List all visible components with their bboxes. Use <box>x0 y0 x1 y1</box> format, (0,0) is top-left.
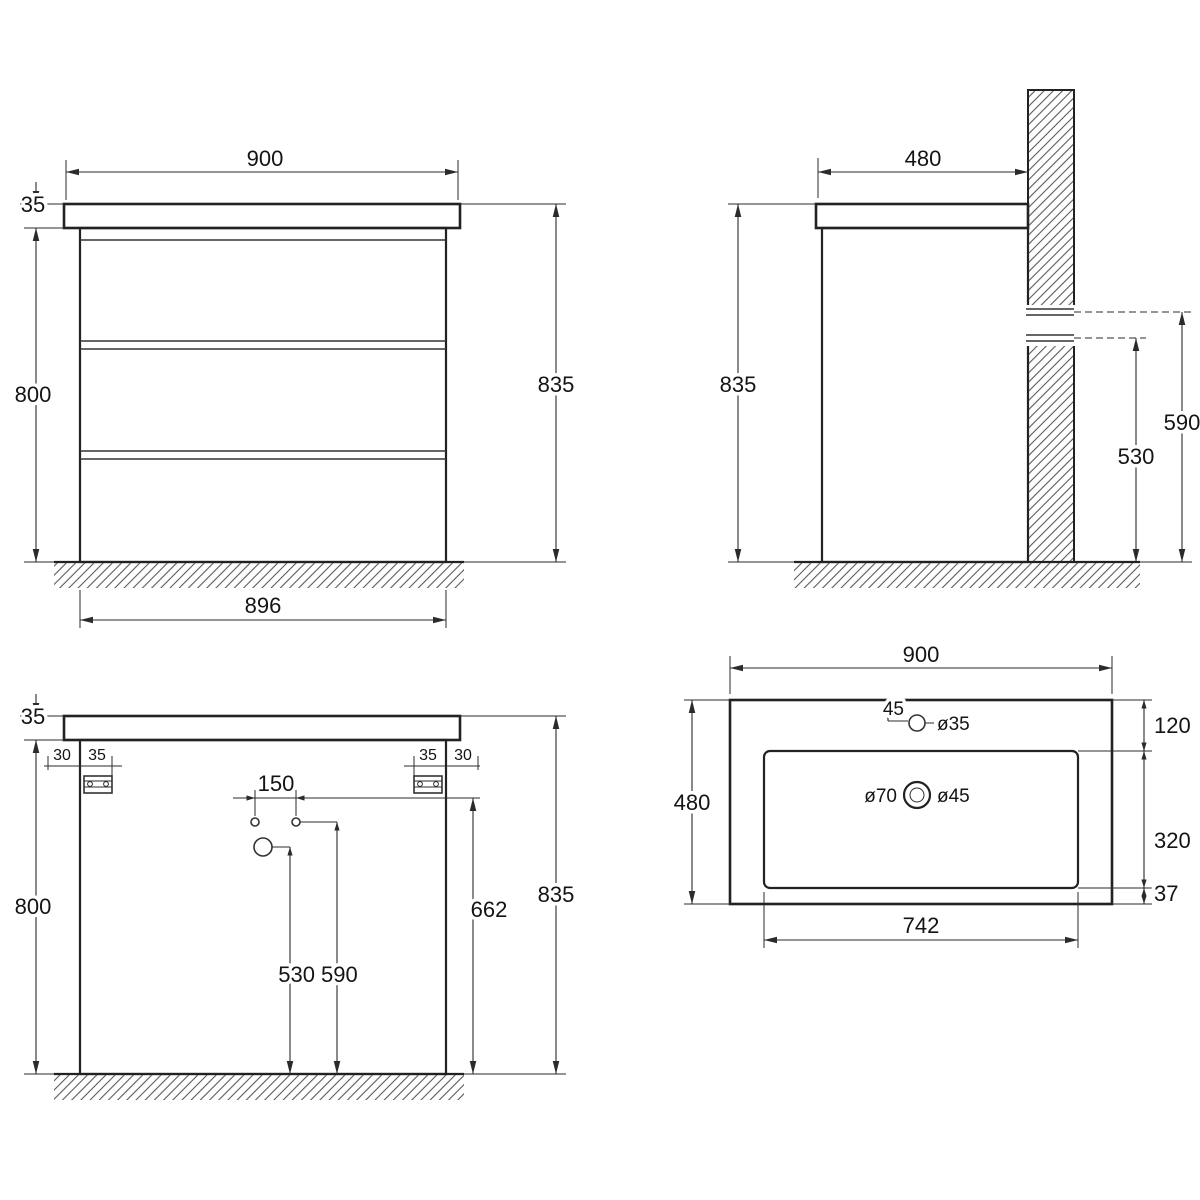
basin-faucet-offset-dim: 45 <box>883 699 904 720</box>
basin-faucet-hole-dim: ø35 <box>937 714 970 735</box>
back-floor <box>54 1072 464 1100</box>
back-holes <box>250 817 301 857</box>
basin-outer-rim <box>728 698 1114 906</box>
side-cabinet-body <box>820 226 1030 564</box>
side-rail-height-dim: 590 <box>1164 410 1200 435</box>
front-countertop <box>62 202 462 230</box>
side-floor <box>794 560 1140 588</box>
basin-width-dim: 900 <box>903 642 940 667</box>
side-total-height-dim: 835 <box>720 372 757 397</box>
basin-drain-hole-dim: ø45 <box>937 786 970 807</box>
back-view: 35 30 35 35 30 150 800 835 662 530 590 <box>11 694 578 1100</box>
basin-back-ledge-dim: 120 <box>1154 713 1191 738</box>
back-left-offset-dim: 30 <box>53 747 71 764</box>
side-dimension-lines <box>728 158 1192 563</box>
basin-dimension-lines <box>684 656 1152 948</box>
basin-bowl-width-dim: 742 <box>903 913 940 938</box>
back-fixing-hole-right <box>291 817 301 827</box>
front-dimension-lines <box>20 160 566 628</box>
back-total-height-dim: 835 <box>538 882 575 907</box>
back-dimension-lines <box>20 694 566 1075</box>
side-depth-dim: 480 <box>905 146 942 171</box>
back-top-thickness-dim: 35 <box>21 704 45 729</box>
basin-drain-inner <box>909 787 925 803</box>
back-right-bracket <box>413 775 443 794</box>
back-hole-heights-dim: 530 590 <box>278 962 358 987</box>
basin-depth-dim: 480 <box>674 790 711 815</box>
front-cabinet-outline <box>62 202 462 564</box>
basin-front-ledge-dim: 37 <box>1154 881 1178 906</box>
front-total-height-dim: 835 <box>538 372 575 397</box>
back-countertop <box>62 714 462 742</box>
basin-drain-outer <box>902 780 932 810</box>
front-body-height-dim: 800 <box>15 382 52 407</box>
front-top-thickness-dim: 35 <box>21 192 45 217</box>
basin-bowl-depth-dim: 320 <box>1154 828 1191 853</box>
side-bracket-height-dim: 530 <box>1118 444 1155 469</box>
basin-drain-outer-dim: ø70 <box>864 786 897 807</box>
front-floor <box>54 560 464 588</box>
back-left-bracket-width-dim: 35 <box>88 747 106 764</box>
basin-top-view: 900 480 45 ø35 ø70 ø45 120 320 37 742 <box>670 639 1194 948</box>
back-body-height-dim: 800 <box>15 894 52 919</box>
front-cabinet-body <box>78 226 448 564</box>
back-fixing-hole-left <box>250 817 260 827</box>
side-wall-rail <box>1024 305 1078 346</box>
back-right-offset-dim: 30 <box>454 747 472 764</box>
basin-faucet-hole <box>908 714 926 732</box>
back-right-bracket-width-dim: 35 <box>419 747 437 764</box>
basin-bowl <box>762 749 1080 890</box>
side-countertop <box>814 202 1030 230</box>
front-view: 900 35 800 835 896 <box>11 143 578 628</box>
side-cabinet-outline <box>814 202 1030 564</box>
back-cabinet-outline <box>62 714 462 1076</box>
back-left-bracket <box>83 775 113 794</box>
side-view: 480 835 530 590 <box>716 89 1200 588</box>
front-width-dim: 900 <box>247 146 284 171</box>
back-hole-spacing-dim: 150 <box>258 771 295 796</box>
back-drain-hole <box>253 837 273 857</box>
front-base-width-dim: 896 <box>245 593 282 618</box>
back-drain-height-dim: 662 <box>471 897 508 922</box>
